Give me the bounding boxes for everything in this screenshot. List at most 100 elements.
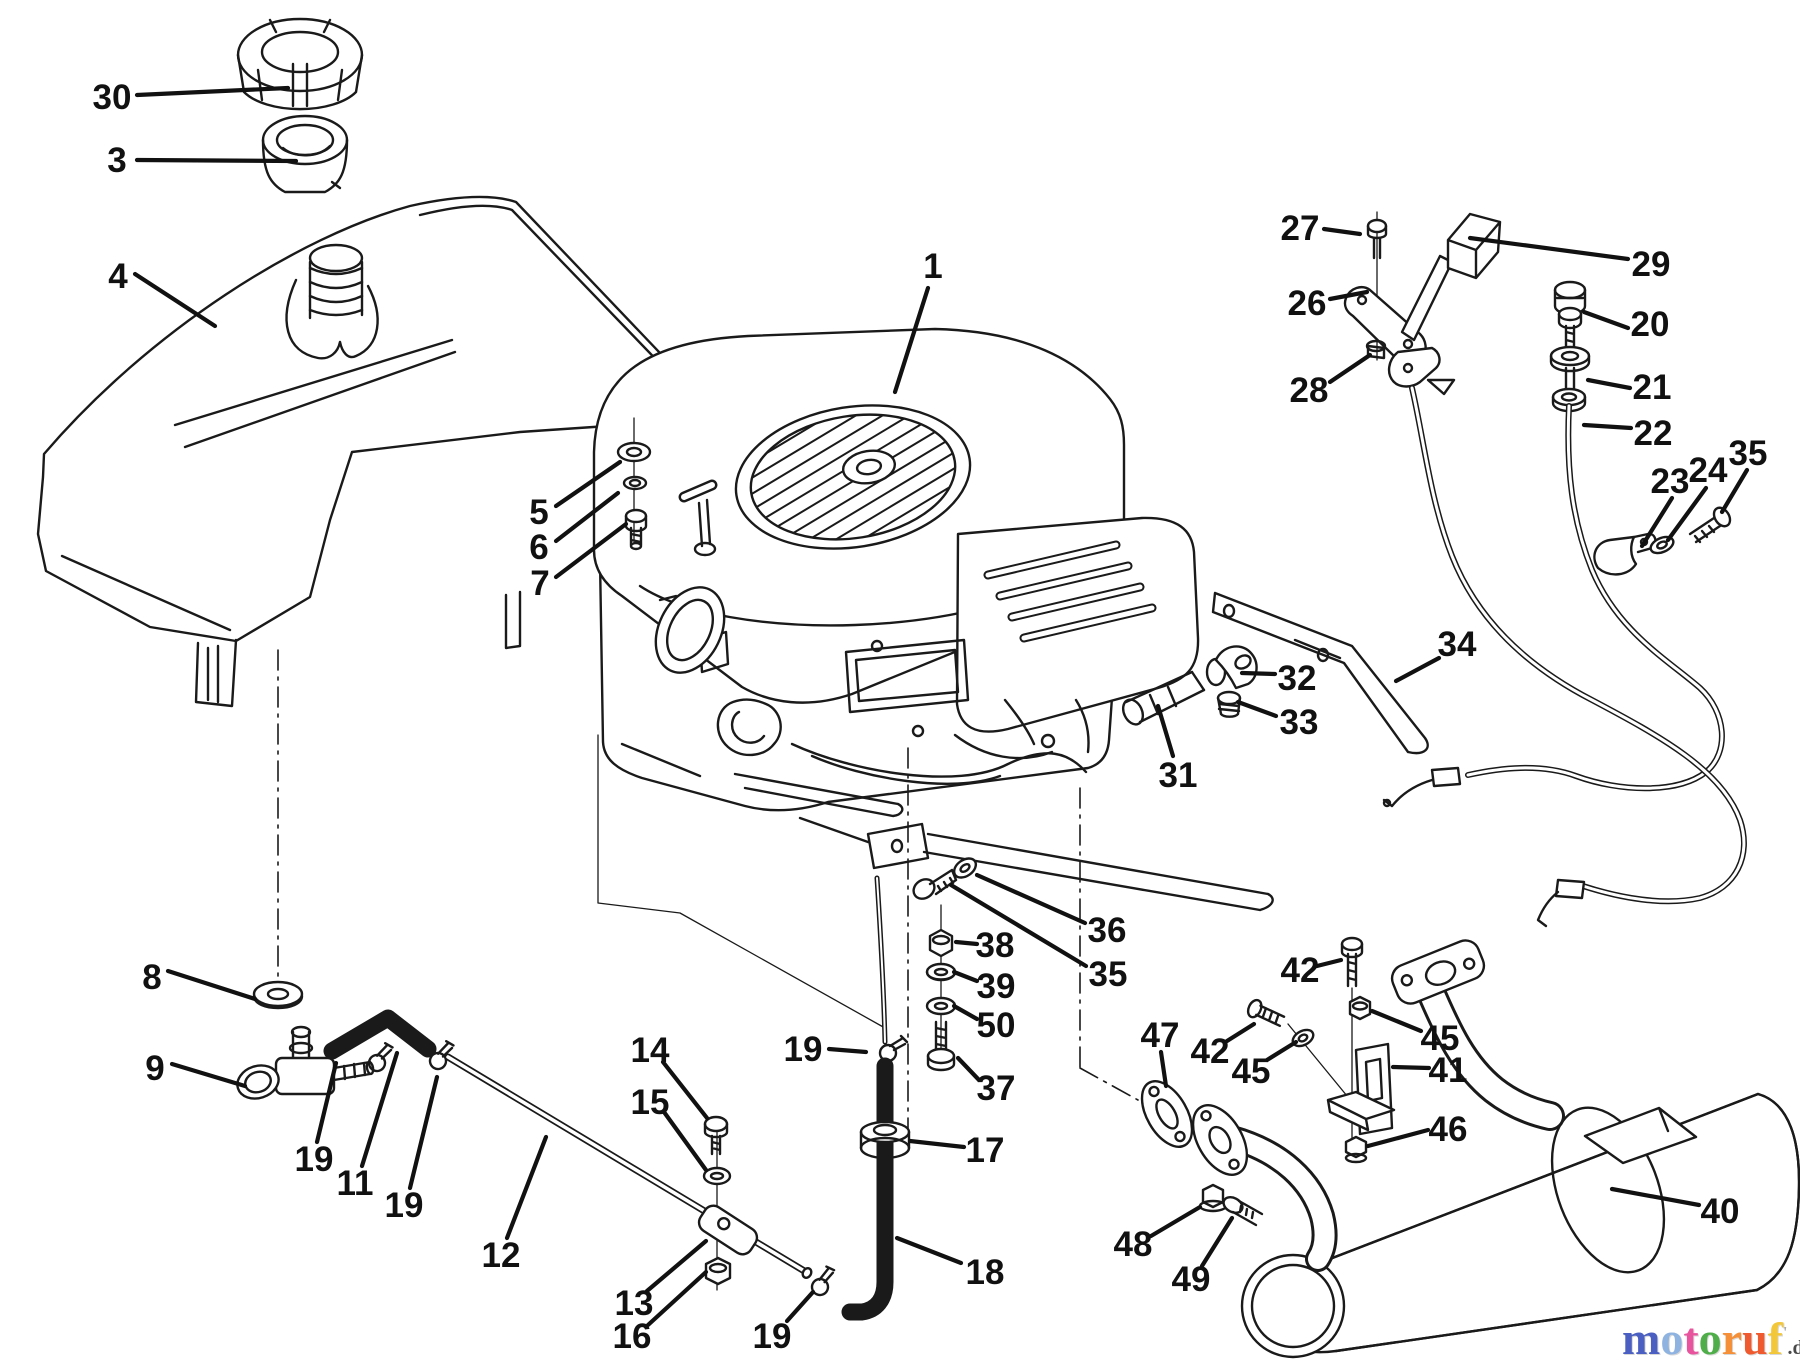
callout-leader-47 (1158, 1049, 1169, 1089)
callout-leader-5 (553, 459, 623, 509)
callout-leader-35 (1719, 467, 1750, 515)
callout-label-20: 20 (1631, 305, 1670, 344)
callout-label-16: 16 (613, 1317, 652, 1356)
callout-leader-19 (784, 1289, 816, 1324)
filler-neck (285, 243, 379, 360)
callout-leader-14 (660, 1059, 710, 1121)
mount-hardware-stack (925, 904, 957, 1072)
callout-label-17: 17 (966, 1131, 1005, 1170)
callout-label-6: 6 (529, 528, 548, 567)
callout-leader-29 (1467, 235, 1631, 262)
callout-label-47: 47 (1141, 1016, 1180, 1055)
callout-leader-37 (955, 1055, 982, 1083)
callout-label-45: 45 (1421, 1019, 1460, 1058)
callout-leader-45 (1264, 1039, 1299, 1063)
callout-label-29: 29 (1632, 245, 1671, 284)
logo-letter: r (1721, 1313, 1743, 1364)
callout-label-42: 42 (1281, 951, 1320, 990)
motoruf-logo[interactable]: motoruf'.de (1622, 1312, 1800, 1368)
muffler-bracket (1198, 936, 1396, 1227)
callout-leader-48 (1148, 1204, 1203, 1239)
tube-clamp-plate (697, 1115, 759, 1291)
centerline-exhaust (1079, 787, 1139, 1101)
callout-label-22: 22 (1634, 414, 1673, 453)
callout-leader-18 (894, 1235, 964, 1266)
throttle-fitting (1549, 280, 1591, 413)
valve-cover-slots (983, 540, 1157, 643)
callout-label-5: 5 (529, 493, 548, 532)
logo-letter: f (1767, 1313, 1783, 1364)
callout-label-1: 1 (923, 247, 942, 286)
callout-label-42: 42 (1191, 1032, 1230, 1071)
callout-leader-32 (1239, 670, 1278, 677)
callout-label-31: 31 (1159, 756, 1198, 795)
callout-leader-34 (1393, 655, 1442, 684)
callout-leader-8 (165, 968, 258, 1002)
boundary-line (597, 734, 886, 1029)
fuel-hose-elbow (323, 1009, 437, 1060)
tank-mount-hardware (616, 417, 652, 551)
logo-letter: u (1742, 1313, 1768, 1364)
callout-leader-13 (644, 1238, 709, 1294)
callout-label-12: 12 (482, 1236, 521, 1275)
callout-label-9: 9 (145, 1049, 164, 1088)
muffler (1240, 1092, 1800, 1359)
callout-leader-24 (1665, 485, 1709, 543)
callout-label-14: 14 (631, 1031, 670, 1070)
callout-leader-11 (359, 1050, 400, 1169)
callout-label-4: 4 (108, 257, 128, 296)
callout-leader-26 (1327, 289, 1370, 302)
callout-leader-35 (948, 882, 1089, 969)
callout-leader-31 (1155, 703, 1176, 759)
callout-leader-46 (1365, 1127, 1431, 1149)
callout-leader-19 (314, 1060, 339, 1145)
callout-label-19: 19 (385, 1186, 424, 1225)
callout-leader-38 (953, 939, 980, 947)
callout-label-7: 7 (530, 564, 549, 603)
callout-label-34: 34 (1438, 625, 1477, 664)
fuel-hose-lower (841, 1057, 894, 1321)
callout-leader-6 (553, 490, 621, 544)
callout-label-33: 33 (1280, 703, 1319, 742)
callout-leader-50 (951, 1003, 980, 1022)
callout-leader-9 (169, 1061, 248, 1089)
callout-leader-19 (407, 1074, 440, 1191)
callout-label-48: 48 (1114, 1225, 1153, 1264)
callout-label-36: 36 (1088, 911, 1127, 950)
logo-letter: o (1698, 1313, 1722, 1364)
logo-letter: m (1622, 1313, 1661, 1364)
callout-leader-28 (1327, 352, 1373, 385)
callout-label-15: 15 (631, 1083, 670, 1122)
callout-label-13: 13 (615, 1284, 654, 1323)
callout-label-32: 32 (1278, 659, 1317, 698)
callout-leader-40 (1609, 1186, 1702, 1208)
callout-leader-16 (645, 1269, 709, 1328)
callout-leader-20 (1581, 309, 1631, 331)
logo-tld: .de (1787, 1337, 1800, 1359)
exhaust-pipe (1140, 1080, 1338, 1272)
callout-label-23: 23 (1651, 462, 1690, 501)
callout-label-27: 27 (1281, 209, 1320, 248)
callout-leader-3 (134, 157, 299, 164)
callout-leader-42 (1224, 1021, 1257, 1044)
cable-clamp (1593, 506, 1732, 576)
callout-leader-36 (974, 872, 1088, 926)
logo-letter: o (1660, 1313, 1684, 1364)
callout-leader-41 (1390, 1064, 1432, 1071)
callout-leader-17 (907, 1138, 967, 1150)
fuel-cap (236, 17, 364, 111)
callout-label-49: 49 (1172, 1260, 1211, 1299)
callout-label-40: 40 (1701, 1192, 1740, 1231)
choke-lever (1343, 211, 1502, 396)
callout-leader-23 (1639, 495, 1675, 549)
callout-label-19: 19 (784, 1030, 823, 1069)
callout-label-35: 35 (1089, 955, 1128, 994)
callout-label-19: 19 (753, 1317, 792, 1356)
callout-label-35: 35 (1729, 434, 1768, 473)
callout-label-24: 24 (1689, 451, 1728, 490)
breather-tube (1121, 670, 1206, 726)
muffler-inlet-pipe (1390, 939, 1565, 1131)
